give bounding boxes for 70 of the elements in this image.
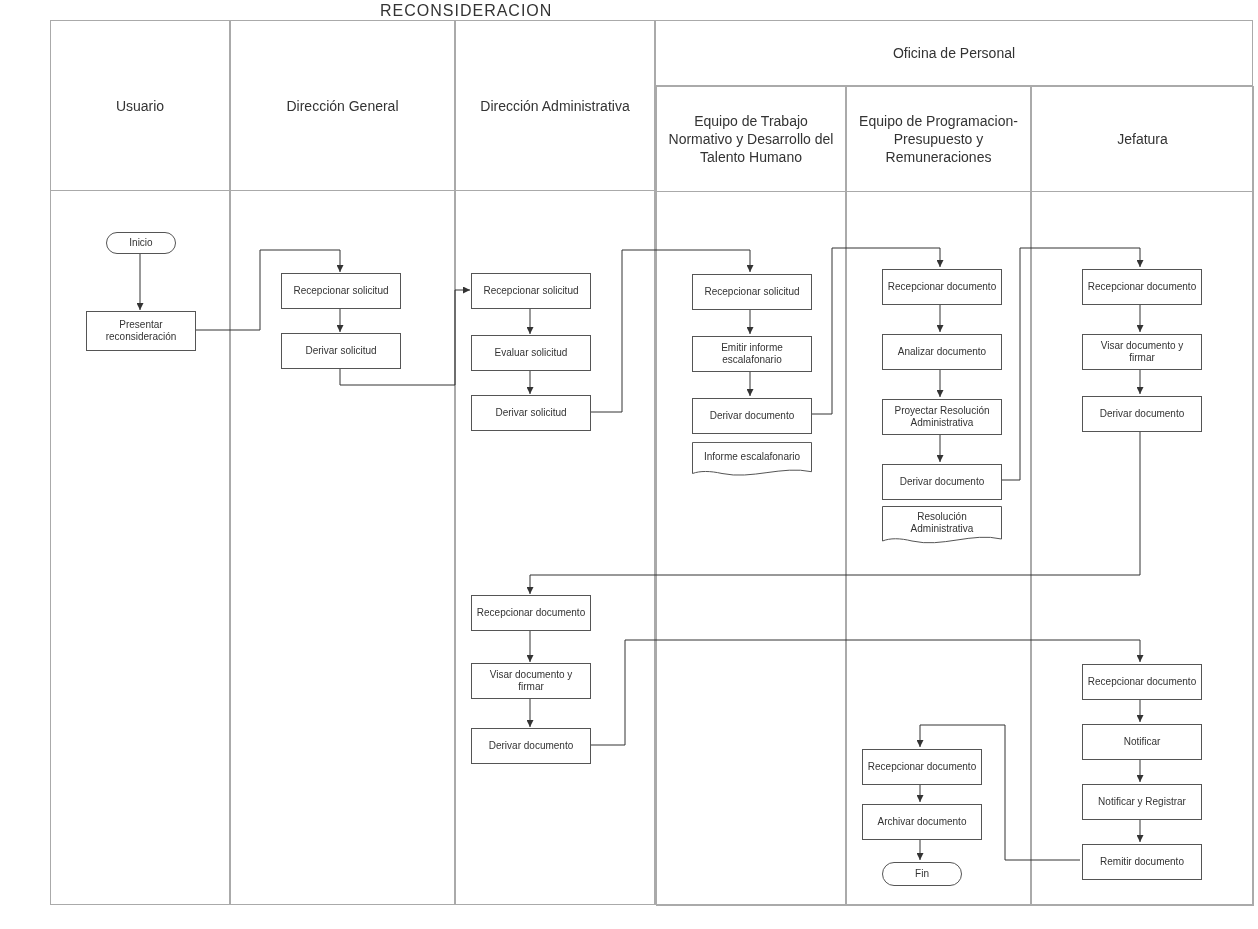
swimlane: [656, 86, 846, 906]
arrow: [809, 247, 944, 415]
process-box: Recepcionar documento: [862, 749, 982, 785]
process-box: Remitir documento: [1082, 844, 1202, 880]
arrow: [936, 302, 944, 333]
process-box: Visar documento y firmar: [1082, 334, 1202, 370]
lane-title: Oficina de Personal: [892, 44, 1016, 62]
terminal-box: Fin: [882, 862, 962, 886]
arrow: [526, 369, 534, 395]
process-box: Recepcionar documento: [471, 595, 591, 631]
lane-title: Dirección General: [286, 96, 399, 115]
process-box: Visar documento y firmar: [471, 663, 591, 699]
arrow: [136, 252, 144, 311]
arrow: [1136, 697, 1144, 723]
arrow: [1136, 367, 1144, 395]
process-box: Archivar documento: [862, 804, 982, 840]
swimlane: [50, 20, 230, 905]
arrow: [916, 782, 924, 803]
document-shape: Resolución Administrativa: [882, 506, 1002, 546]
arrow: [916, 837, 924, 861]
arrow: [1136, 817, 1144, 843]
swimlane: [846, 86, 1031, 906]
process-box: Evaluar solicitud: [471, 335, 591, 371]
arrow: [746, 369, 754, 397]
lane-title: Equipo de Trabajo Normativo y Desarrollo del Talento Humano: [667, 112, 835, 166]
process-box: Proyectar Resolución Administrativa: [882, 399, 1002, 435]
process-box: Recepcionar solicitud: [471, 273, 591, 309]
arrow: [999, 247, 1144, 481]
process-box: Notificar y Registrar: [1082, 784, 1202, 820]
arrow: [1136, 302, 1144, 333]
arrow: [526, 307, 534, 335]
arrow: [194, 249, 344, 331]
process-box: Recepcionar documento: [1082, 664, 1202, 700]
process-box: Presentar reconsideración: [86, 311, 196, 351]
process-box: Recepcionar solicitud: [281, 273, 401, 309]
document-shape: Informe escalafonario: [692, 442, 812, 478]
process-box: Analizar documento: [882, 334, 1002, 370]
lane-title: Usuario: [115, 96, 165, 115]
process-box: Recepcionar solicitud: [692, 274, 812, 310]
arrow: [526, 697, 534, 728]
swimlane: [455, 20, 655, 905]
lane-title: Dirección Administrativa: [480, 96, 630, 115]
arrow: [339, 286, 471, 386]
swimlane: [655, 20, 1253, 905]
arrow: [526, 429, 1141, 595]
process-box: Recepcionar documento: [1082, 269, 1202, 305]
arrow: [936, 367, 944, 398]
process-box: Derivar documento: [692, 398, 812, 434]
process-box: Recepcionar documento: [882, 269, 1002, 305]
process-box: Derivar solicitud: [471, 395, 591, 431]
arrow: [336, 307, 344, 333]
arrow: [916, 724, 1081, 861]
arrow: [526, 629, 534, 663]
swimlane: [230, 20, 455, 905]
arrow: [589, 249, 754, 413]
process-box: Derivar documento: [471, 728, 591, 764]
process-box: Derivar solicitud: [281, 333, 401, 369]
lane-title: Jefatura: [1117, 130, 1168, 148]
process-box: Emitir informe escalafonario: [692, 336, 812, 372]
lane-title: Equipo de Programacion- Presupuesto y Remuneraciones: [858, 112, 1019, 166]
process-box: Derivar documento: [1082, 396, 1202, 432]
process-box: Derivar documento: [882, 464, 1002, 500]
terminal-box: Inicio: [106, 232, 176, 254]
arrow: [589, 639, 1144, 746]
process-box: Notificar: [1082, 724, 1202, 760]
swimlane: [1031, 86, 1254, 906]
arrow: [936, 432, 944, 463]
arrow: [1136, 757, 1144, 783]
diagram-title: RECONSIDERACION: [380, 2, 553, 20]
arrow: [746, 307, 754, 335]
